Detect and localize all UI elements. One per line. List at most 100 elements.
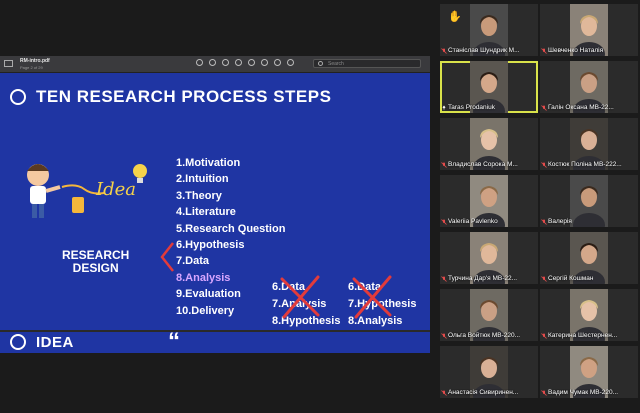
participant-tile[interactable]: Анастасія Сивиринен...	[440, 346, 538, 398]
cross-mark-icon	[280, 275, 320, 319]
participant-name: Сергій Кошман	[548, 275, 594, 282]
mic-muted-icon	[541, 104, 547, 111]
participant-tile[interactable]: Владислав Сорока М...	[440, 118, 538, 170]
participant-tile[interactable]: Валерія	[540, 175, 638, 227]
participant-video	[570, 61, 608, 113]
zoom-in-icon[interactable]	[222, 59, 229, 66]
info-icon[interactable]	[196, 59, 203, 66]
search-icon	[318, 61, 323, 66]
brain-logo-icon	[10, 89, 26, 105]
participant-video	[570, 232, 608, 284]
participant-name: Катерина Шестернен...	[548, 332, 618, 339]
participant-name-bar: Турчина Дар'я МВ-22...	[440, 274, 537, 283]
step-item: 1.Motivation	[176, 157, 241, 169]
mic-muted-icon	[441, 47, 447, 54]
mic-muted-icon	[441, 275, 447, 282]
participant-tile[interactable]: ✋ Станіслав Шундрик М...	[440, 4, 538, 56]
search-placeholder: Search	[328, 61, 344, 67]
participant-name-bar: Taras Prodaniuk	[440, 103, 537, 112]
raised-hand-icon: ✋	[448, 11, 462, 23]
participant-name-bar: Катерина Шестернен...	[540, 331, 637, 340]
participant-name: Турчина Дар'я МВ-22...	[448, 275, 518, 282]
alt-item: 8.Hypothesis	[272, 315, 341, 327]
participant-name-bar: Valeriia Pavlenko	[440, 217, 537, 226]
participant-tile[interactable]: Турчина Дар'я МВ-22...	[440, 232, 538, 284]
sidebar-toggle-icon[interactable]	[4, 60, 13, 67]
participant-tile[interactable]: Галін Оксана МВ-22...	[540, 61, 638, 113]
participant-name-bar: Анастасія Сивиринен...	[440, 388, 537, 397]
step-item: 5.Research Question	[176, 222, 286, 235]
participant-tile[interactable]: Taras Prodaniuk	[440, 61, 538, 113]
mic-muted-icon	[441, 332, 447, 339]
cross-mark-icon	[352, 275, 392, 319]
participant-name-bar: Станіслав Шундрик М...	[440, 46, 537, 55]
step-item: 2.Intuition	[176, 173, 229, 186]
research-design-line: RESEARCH	[62, 248, 130, 262]
participant-name-bar: Костюк Поліна МВ-222...	[540, 160, 637, 169]
alt-item: 8.Analysis	[348, 315, 403, 327]
participant-name: Костюк Поліна МВ-222...	[548, 161, 622, 168]
quote-mark: “	[168, 332, 180, 353]
slide-next: IDEA “	[0, 332, 430, 353]
participant-name-bar: Шевченко Наталія	[540, 46, 637, 55]
participant-video	[470, 4, 508, 56]
participant-tile[interactable]: Шевченко Наталія	[540, 4, 638, 56]
alt-item: 7.Analysis	[272, 298, 327, 310]
slide-title: TEN RESEARCH PROCESS STEPS	[36, 87, 332, 106]
mic-muted-icon	[441, 218, 447, 225]
step-item: 9.Evaluation	[176, 288, 241, 301]
participant-name: Анастасія Сивиринен...	[448, 389, 519, 396]
participant-video	[470, 118, 508, 170]
participant-tile[interactable]: Костюк Поліна МВ-222...	[540, 118, 638, 170]
rotate-icon[interactable]	[261, 59, 268, 66]
slide-current: TEN RESEARCH PROCESS STEPS Idea 1.Motiva…	[0, 73, 430, 330]
step-item: 7.Data	[176, 255, 210, 268]
participant-name: Ольга Войтюк МВ-220...	[448, 332, 521, 339]
participant-name-bar: Ольга Войтюк МВ-220...	[440, 331, 537, 340]
shared-screen: RM-intro.pdf Page 2 of 29 Search TEN RES…	[0, 56, 430, 353]
participant-tile[interactable]: Катерина Шестернен...	[540, 289, 638, 341]
mic-muted-icon	[441, 161, 447, 168]
bracket-icon	[160, 242, 174, 272]
annotate-icon[interactable]	[274, 59, 281, 66]
mic-muted-icon	[541, 47, 547, 54]
step-item: 10.Delivery	[176, 304, 235, 317]
steps-list: 1.Motivation 2.Intuition 3.Theory 4.Lite…	[176, 155, 285, 319]
participant-tile[interactable]: Ольга Войтюк МВ-220...	[440, 289, 538, 341]
pdf-toolbar: RM-intro.pdf Page 2 of 29 Search	[0, 56, 430, 73]
participant-name: Valeriia Pavlenko	[448, 218, 498, 225]
research-design-line: DESIGN	[72, 261, 119, 275]
participant-video	[470, 232, 508, 284]
participant-video	[570, 4, 608, 56]
participant-tile[interactable]: Valeriia Pavlenko	[440, 175, 538, 227]
step-item: 8.Analysis	[176, 271, 231, 284]
participant-tile[interactable]: Вадим Чумак МВ-220...	[540, 346, 638, 398]
pdf-tools	[196, 59, 294, 66]
more-icon[interactable]	[287, 59, 294, 66]
participant-video	[570, 289, 608, 341]
participant-name: Галін Оксана МВ-22...	[548, 104, 614, 111]
pin-icon	[442, 105, 446, 110]
mic-muted-icon	[541, 332, 547, 339]
markup-icon[interactable]	[248, 59, 255, 66]
step-item: 3.Theory	[176, 189, 222, 202]
alt-order-wrong: 6.Data 7.Analysis 8.Hypothesis	[272, 279, 340, 330]
next-slide-title: IDEA	[36, 334, 74, 351]
pdf-search-field[interactable]: Search	[313, 59, 421, 68]
participant-video	[570, 175, 608, 227]
idea-illustration: Idea	[27, 164, 147, 218]
participant-video	[570, 346, 608, 398]
brain-logo-icon	[10, 334, 26, 350]
participant-name: Taras Prodaniuk	[448, 104, 495, 111]
share-icon[interactable]	[235, 59, 242, 66]
participant-video	[470, 289, 508, 341]
participant-video	[470, 61, 508, 113]
participant-video	[570, 118, 608, 170]
mic-muted-icon	[441, 389, 447, 396]
participant-name: Шевченко Наталія	[548, 47, 604, 54]
idea-word: Idea	[95, 179, 136, 200]
participant-tile[interactable]: Сергій Кошман	[540, 232, 638, 284]
step-item: 4.Literature	[176, 206, 236, 219]
zoom-out-icon[interactable]	[209, 59, 216, 66]
